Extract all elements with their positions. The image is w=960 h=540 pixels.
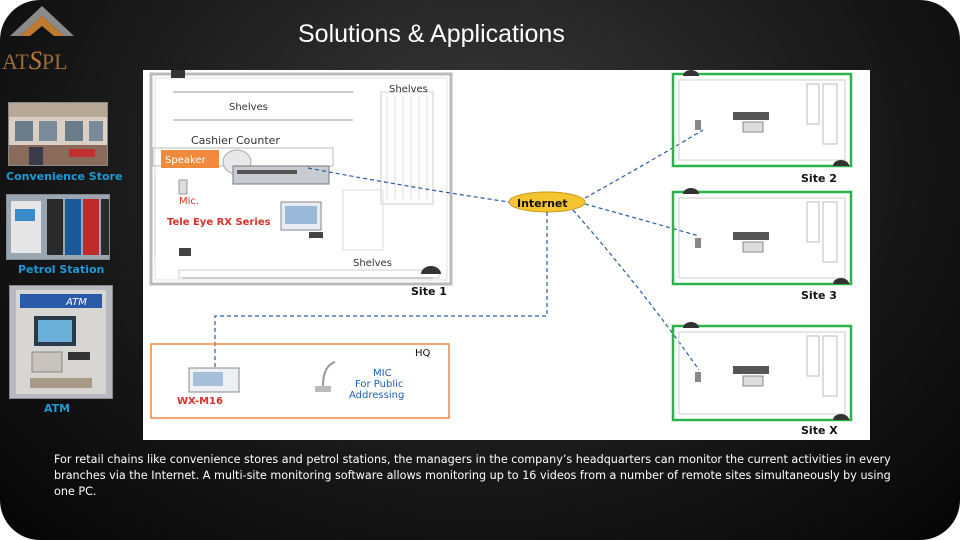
petrol-station-label: Petrol Station xyxy=(18,263,105,276)
dome-camera-icon-1 xyxy=(171,70,185,78)
hq-mic-line1: MIC xyxy=(373,368,392,379)
hq-label: HQ xyxy=(415,348,431,359)
remote-site-x xyxy=(671,322,853,422)
dvr-device-icon xyxy=(232,165,330,185)
hq-device: WX-M16 xyxy=(177,396,223,407)
hq-mic-line2: For Public xyxy=(355,379,403,390)
site-x-label: Site X xyxy=(801,424,838,437)
site1-shelves-bottom: Shelves xyxy=(353,258,392,269)
remote-site-2 xyxy=(671,70,853,168)
network-diagram: Shelves Shelves Cashier Counter Speaker … xyxy=(143,70,870,440)
speaker-box xyxy=(161,150,219,168)
internet-label: Internet xyxy=(517,197,568,210)
slide-caption: For retail chains like convenience store… xyxy=(54,453,891,498)
site-2-label: Site 2 xyxy=(801,172,837,185)
convenience-store-label: Convenience Store xyxy=(6,170,123,183)
site-1-floorplan xyxy=(149,72,453,286)
site1-cashier: Cashier Counter xyxy=(191,134,280,147)
dome-camera-icon-2 xyxy=(421,266,441,274)
slide-title: Solutions & Applications xyxy=(298,20,565,48)
atm-photo: ATM xyxy=(9,285,113,399)
site1-shelves-tr: Shelves xyxy=(389,84,428,95)
site1-speaker: Speaker xyxy=(165,155,207,166)
site1-product: Tele Eye RX Series xyxy=(167,217,271,228)
atm-sign-text: ATM xyxy=(65,297,87,308)
petrol-station-photo xyxy=(6,194,110,260)
hq-box xyxy=(150,343,450,419)
atspl-logo xyxy=(10,6,74,36)
site1-label: Site 1 xyxy=(411,285,447,298)
hq-mic-icon xyxy=(322,361,336,387)
site1-mic: Mic. xyxy=(179,196,199,207)
site-3-label: Site 3 xyxy=(801,289,837,302)
remote-site-3 xyxy=(671,188,853,286)
camera-icon-a xyxy=(309,232,323,238)
camera-icon-b xyxy=(179,248,191,256)
atm-label: ATM xyxy=(44,402,71,415)
site1-shelves-tl: Shelves xyxy=(229,102,268,113)
hq-mic-line3: Addressing xyxy=(349,390,404,401)
convenience-store-photo xyxy=(8,102,108,166)
logo-text: ATSPL xyxy=(2,46,68,75)
mic-icon xyxy=(178,179,188,195)
